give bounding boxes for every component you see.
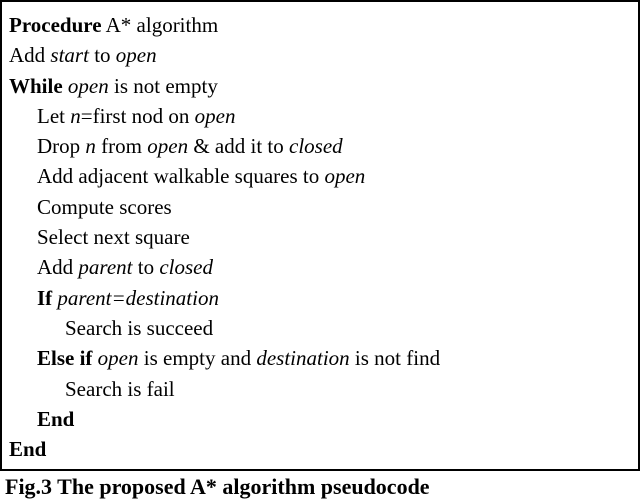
pseudocode-line: Add parent to closed	[37, 255, 213, 280]
pseudocode-line: End	[9, 437, 47, 462]
pseudocode-line: Add start to open	[9, 43, 157, 68]
pseudocode-line: Let n=first nod on open	[37, 103, 236, 128]
figure-caption: Fig.3 The proposed A* algorithm pseudoco…	[5, 474, 430, 499]
pseudocode-line: Add adjacent walkable squares to open	[37, 164, 366, 189]
pseudocode-line: End	[37, 406, 75, 431]
pseudocode-line: Select next square	[37, 225, 190, 250]
pseudocode-line: Compute scores	[37, 194, 172, 219]
pseudocode-line: Drop n from open & add it to closed	[37, 134, 343, 159]
pseudocode-line: Search is fail	[65, 376, 175, 401]
pseudocode-line: Search is succeed	[65, 315, 214, 340]
pseudocode-line: Else if open is empty and destination is…	[37, 346, 441, 371]
pseudocode-line: While open is not empty	[9, 73, 218, 98]
pseudocode-line: Procedure A* algorithm	[9, 13, 219, 37]
pseudocode-line: If parent=destination	[37, 285, 219, 310]
